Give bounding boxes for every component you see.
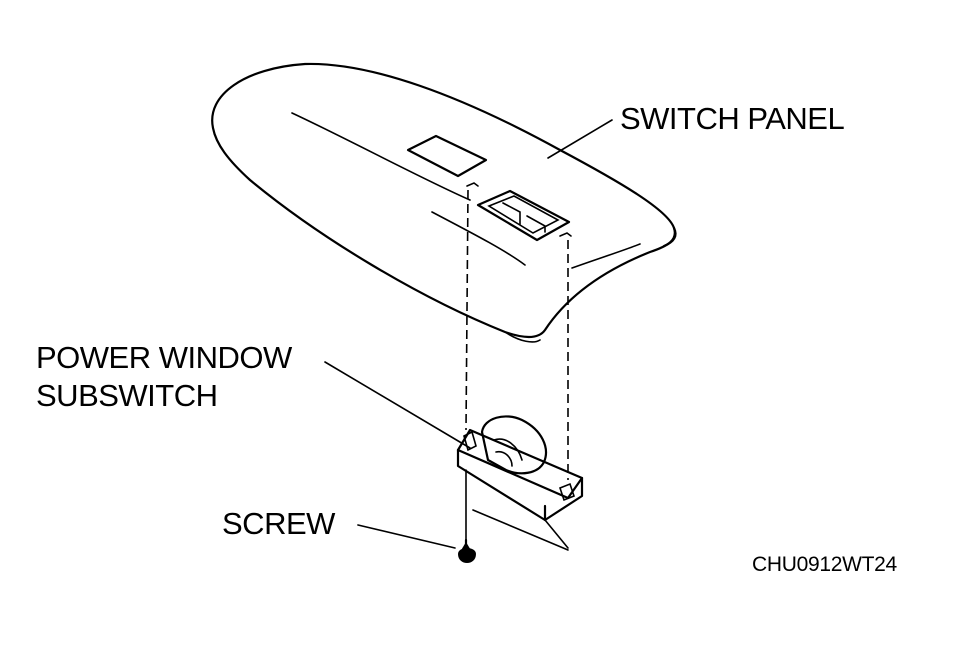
power-window-subswitch-illustration	[456, 415, 584, 522]
label-power-window-line2: SUBSWITCH	[36, 378, 218, 413]
figure-code: CHU0912WT24	[752, 553, 897, 576]
switch-panel-illustration	[211, 62, 677, 343]
alignment-guide-lines	[465, 189, 569, 480]
label-screw: SCREW	[222, 506, 335, 541]
label-power-window-line1: POWER WINDOW	[36, 340, 292, 375]
leader-switch-panel	[547, 119, 613, 159]
mounting-guide-lines	[465, 469, 569, 551]
leader-power-window-subswitch	[324, 361, 471, 449]
leader-screw	[357, 524, 456, 549]
label-switch-panel: SWITCH PANEL	[620, 101, 845, 136]
screw-illustration	[458, 538, 476, 563]
